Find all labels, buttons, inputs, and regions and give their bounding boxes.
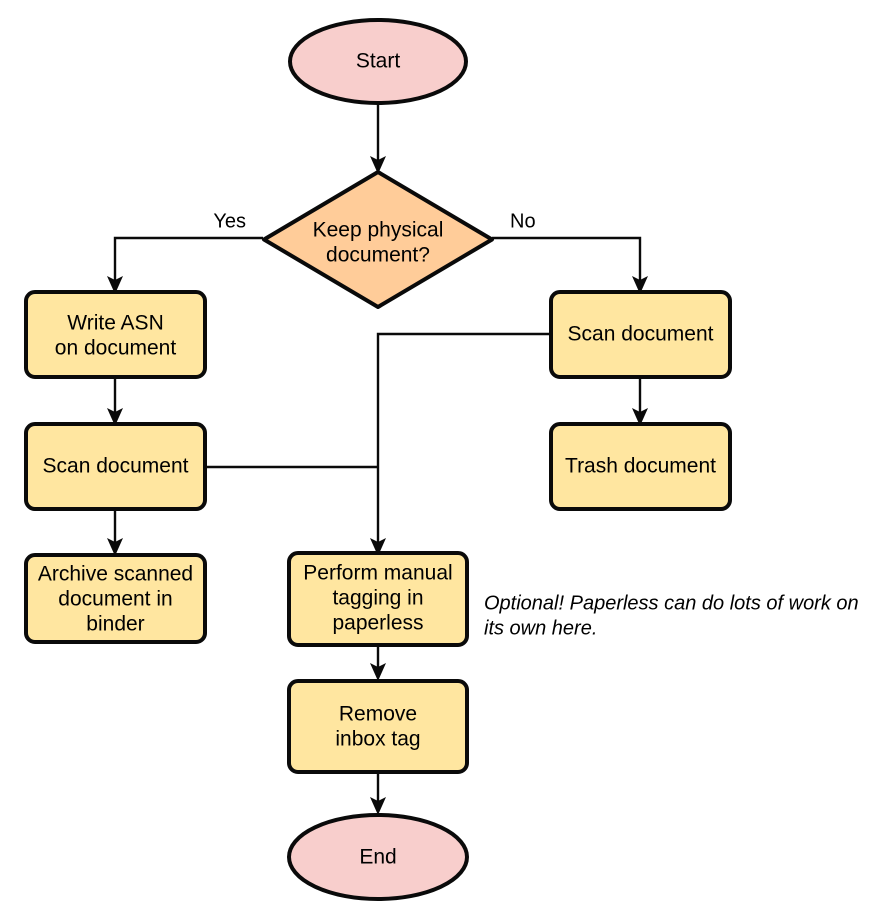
node-scan-document-left[interactable]: Scan document — [24, 422, 207, 511]
arrowhead-icon — [370, 156, 386, 174]
node-archive-label-line2: document in — [58, 588, 172, 611]
node-decision-label-line2: document? — [326, 244, 430, 267]
node-write-asn-on-document[interactable]: Write ASN on document — [24, 290, 207, 379]
edge-line — [492, 236, 642, 284]
edge-decision-yes-to-write-asn: Yes — [107, 210, 263, 294]
arrowhead-icon — [370, 663, 386, 681]
node-decision-keep-physical-document[interactable]: Keep physical document? — [262, 170, 494, 309]
node-archive-label-line3: binder — [86, 613, 144, 636]
edge-scan-left-to-archive — [107, 509, 123, 556]
end-ellipse[interactable] — [287, 813, 469, 901]
remove-inbox-tag-box[interactable] — [287, 679, 469, 774]
edge-label-no: No — [510, 210, 536, 232]
edge-decision-no-to-scan-right: No — [492, 210, 648, 294]
arrowhead-icon — [632, 408, 648, 426]
node-write-asn-label-line1: Write ASN — [67, 312, 163, 335]
archive-document-box[interactable] — [24, 553, 207, 644]
node-remove-inbox-label-line2: inbox tag — [335, 728, 420, 751]
node-archive-scanned-document[interactable]: Archive scanned document in binder — [24, 553, 207, 644]
node-scan-document-right-label: Scan document — [568, 323, 714, 346]
node-perform-manual-tagging[interactable]: Perform manual tagging in paperless — [287, 551, 469, 647]
arrowhead-icon — [370, 538, 386, 556]
edge-label-yes: Yes — [213, 210, 246, 232]
scan-document-left-box[interactable] — [24, 422, 207, 511]
node-write-asn-label-line2: on document — [55, 337, 177, 360]
node-scan-document-right[interactable]: Scan document — [549, 290, 732, 379]
arrowhead-icon — [370, 797, 386, 815]
annotation-line2: its own here. — [484, 617, 597, 639]
node-decision-label-line1: Keep physical — [313, 219, 444, 242]
node-manual-tagging-label-line3: paperless — [332, 612, 423, 635]
edge-scan-right-to-trash — [632, 377, 648, 426]
edge-start-to-decision — [370, 103, 386, 174]
node-remove-inbox-tag[interactable]: Remove inbox tag — [287, 679, 469, 774]
edge-scan-right-to-manual-tagging — [370, 332, 551, 556]
annotation-optional-paperless: Optional! Paperless can do lots of work … — [484, 592, 859, 639]
edge-layer: Yes No — [107, 103, 648, 815]
manual-tagging-box[interactable] — [287, 551, 469, 647]
edge-line — [113, 236, 263, 284]
start-ellipse[interactable] — [288, 18, 468, 105]
edge-remove-inbox-to-end — [370, 772, 386, 815]
node-archive-label-line1: Archive scanned — [38, 563, 193, 586]
edge-manual-tagging-to-remove-inbox — [370, 645, 386, 681]
node-start[interactable]: Start — [288, 18, 468, 105]
arrowhead-icon — [107, 538, 123, 556]
trash-document-box[interactable] — [549, 422, 732, 511]
node-trash-document[interactable]: Trash document — [549, 422, 732, 511]
node-manual-tagging-label-line2: tagging in — [332, 587, 423, 610]
node-end-label: End — [359, 846, 396, 869]
annotation-line1: Optional! Paperless can do lots of work … — [484, 592, 859, 614]
write-asn-box[interactable] — [24, 290, 207, 379]
node-trash-document-label: Trash document — [565, 455, 716, 478]
node-start-label: Start — [356, 50, 401, 73]
edge-write-asn-to-scan-left — [107, 377, 123, 426]
arrowhead-icon — [632, 276, 648, 294]
arrowhead-icon — [107, 276, 123, 294]
edge-line — [376, 332, 551, 546]
node-end[interactable]: End — [287, 813, 469, 901]
arrowhead-icon — [107, 408, 123, 426]
node-scan-document-left-label: Scan document — [43, 455, 189, 478]
node-remove-inbox-label-line1: Remove — [339, 703, 417, 726]
scan-document-right-box[interactable] — [549, 290, 732, 379]
node-manual-tagging-label-line1: Perform manual — [303, 562, 452, 585]
decision-diamond[interactable] — [262, 170, 494, 309]
